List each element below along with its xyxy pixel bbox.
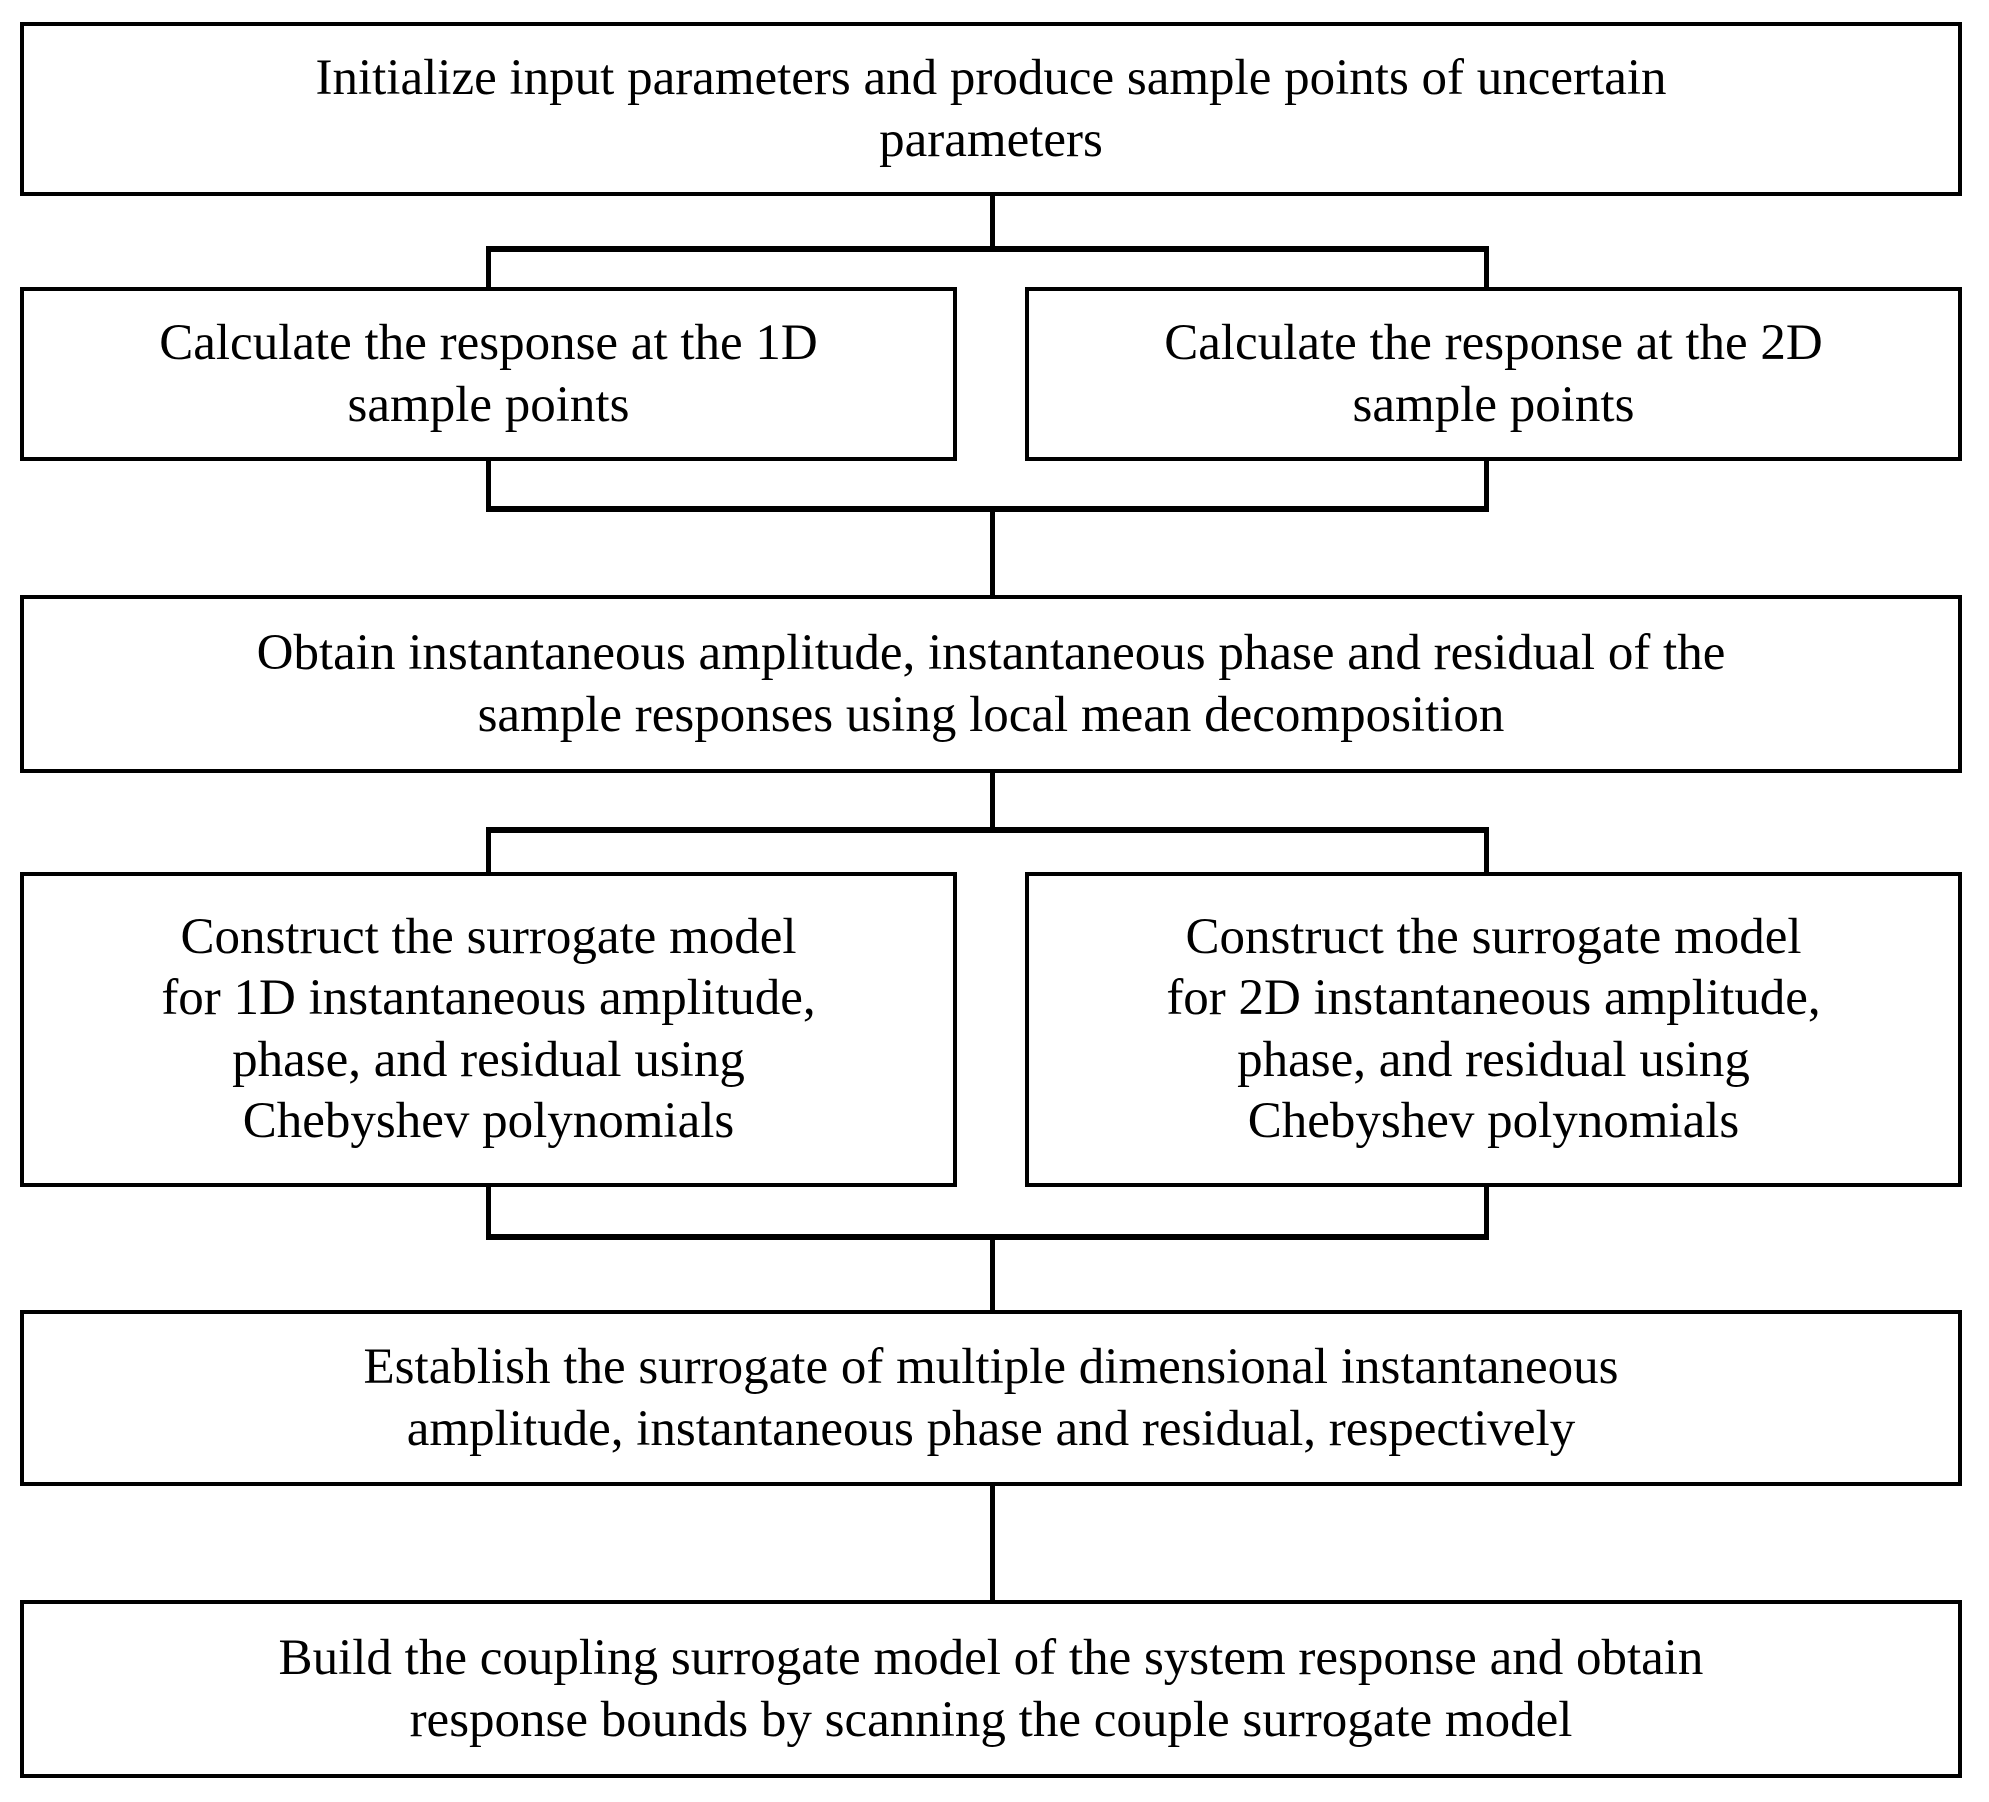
- connector-split-row4-left-drop: [486, 827, 491, 873]
- connector-merge-row2-right-rise: [1484, 461, 1489, 511]
- flow-node-establish-surrogate[interactable]: Establish the surrogate of multiple dime…: [20, 1310, 1962, 1486]
- connector-merge-row2-down: [990, 506, 995, 596]
- connector-n3-down: [990, 773, 995, 831]
- connector-split-row4-right-drop: [1484, 827, 1489, 873]
- connector-split-row2-bar: [486, 246, 1489, 252]
- connector-merge-row4-left-rise: [486, 1187, 491, 1239]
- connector-merge-row4-right-rise: [1484, 1187, 1489, 1239]
- connector-n1-down: [990, 196, 995, 250]
- flow-node-build-coupling[interactable]: Build the coupling surrogate model of th…: [20, 1600, 1962, 1778]
- connector-split-row2-left-drop: [486, 246, 491, 288]
- connector-merge-row4-down: [990, 1234, 995, 1312]
- flow-node-construct-2d[interactable]: Construct the surrogate model for 2D ins…: [1025, 872, 1962, 1187]
- flow-node-initialize[interactable]: Initialize input parameters and produce …: [20, 22, 1962, 196]
- flow-node-calc-1d[interactable]: Calculate the response at the 1D sample …: [20, 287, 957, 461]
- flow-node-calc-2d[interactable]: Calculate the response at the 2D sample …: [1025, 287, 1962, 461]
- connector-merge-row2-left-rise: [486, 461, 491, 511]
- connector-n5-to-n6: [990, 1486, 995, 1604]
- flow-node-obtain-lmd[interactable]: Obtain instantaneous amplitude, instanta…: [20, 595, 1962, 773]
- connector-split-row4-bar: [486, 827, 1489, 833]
- flow-node-construct-1d[interactable]: Construct the surrogate model for 1D ins…: [20, 872, 957, 1187]
- connector-split-row2-right-drop: [1484, 246, 1489, 288]
- connector-merge-row4-bar: [486, 1234, 1489, 1240]
- connector-merge-row2-bar: [486, 506, 1489, 512]
